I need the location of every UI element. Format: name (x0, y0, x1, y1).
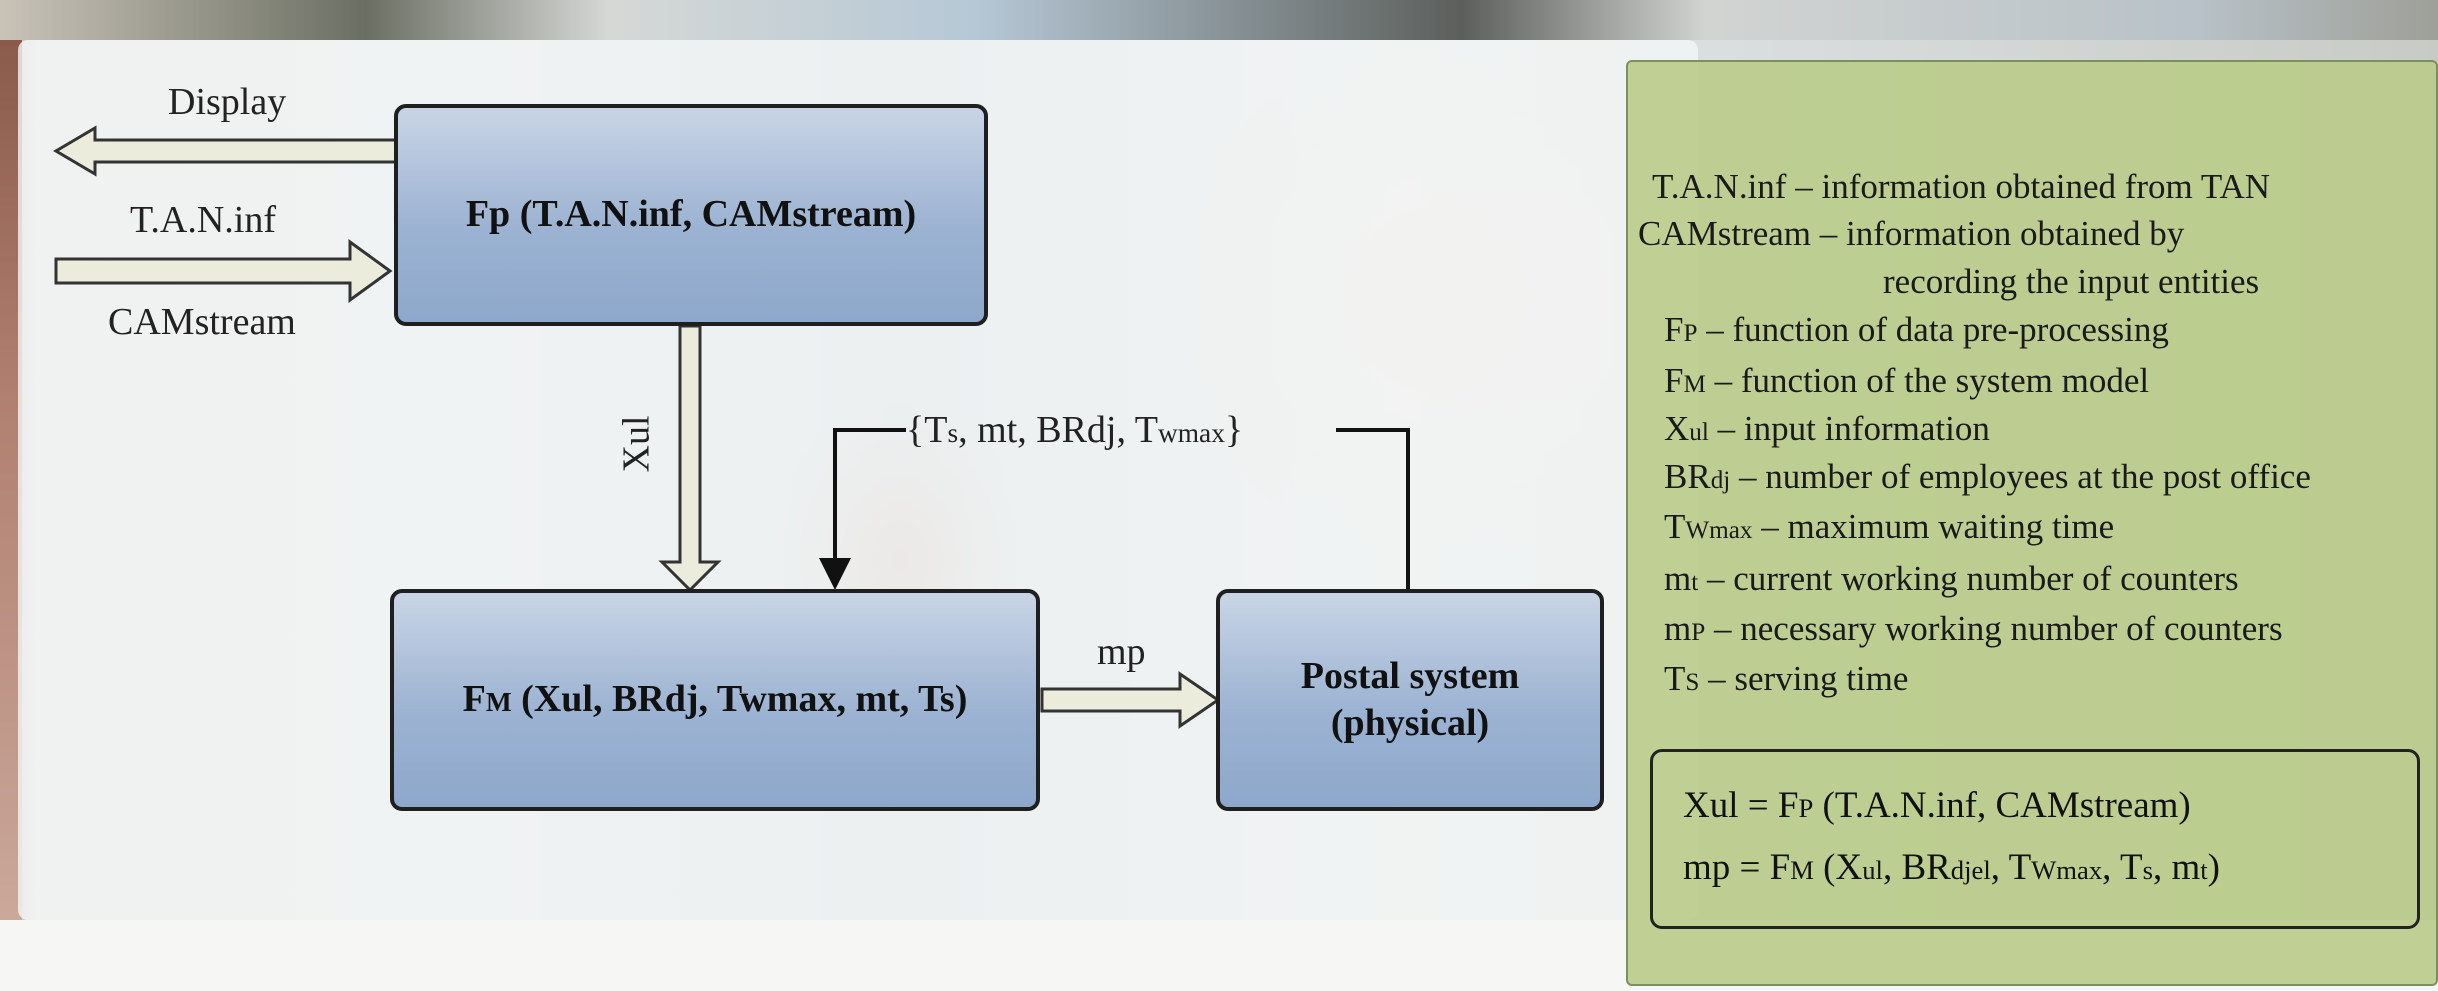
legend-item: Xul – input information (1664, 409, 1990, 448)
feedback-line-left (833, 428, 906, 560)
xul-arrow (658, 324, 722, 593)
fp-box: Fp (T.A.N.inf, CAMstream) (394, 104, 988, 326)
postal-system-box: Postal system (physical) (1216, 589, 1604, 811)
legend-item: TS – serving time (1664, 659, 1909, 698)
legend-panel: T.A.N.inf – information obtained from TA… (1626, 60, 2438, 986)
formula-box: Xul = FP (T.A.N.inf, CAMstream) mp = FM … (1650, 749, 2420, 929)
legend-item: mt – current working number of counters (1664, 559, 2239, 598)
formula-xul: Xul = FP (T.A.N.inf, CAMstream) (1683, 785, 2191, 826)
legend-item: mP – necessary working number of counter… (1664, 609, 2283, 648)
feedback-label: {Ts, mt, BRdj, Twmax} (906, 409, 1244, 451)
fm-box-label: FM (Xul, BRdj, Twmax, mt, Ts) (462, 678, 968, 721)
legend-item: T.A.N.inf – information obtained from TA… (1652, 167, 2271, 206)
legend-item: CAMstream – information obtained by (1638, 214, 2185, 253)
feedback-arrowhead (819, 558, 851, 590)
formula-mp: mp = FM (Xul, BRdjel, TWmax, Ts, mt) (1683, 847, 2220, 888)
xul-label: Xul (615, 415, 658, 473)
input-arrow (54, 239, 393, 303)
mp-label: mp (1097, 631, 1146, 673)
legend-item: recording the input entities (1883, 262, 2260, 301)
mp-arrow (1040, 671, 1221, 729)
fm-box: FM (Xul, BRdj, Twmax, mt, Ts) (390, 589, 1040, 811)
tan-inf-label: T.A.N.inf (130, 199, 276, 241)
feedback-line (1336, 428, 1410, 589)
camstream-label: CAMstream (108, 301, 296, 343)
display-arrow (53, 125, 400, 177)
display-label: Display (168, 81, 287, 123)
legend-item: TWmax – maximum waiting time (1664, 507, 2115, 546)
legend-item: BRdj – number of employees at the post o… (1664, 457, 2311, 496)
background-left-strip (0, 40, 22, 920)
legend-item: FP – function of data pre-processing (1664, 310, 2169, 349)
background-top-strip (0, 0, 2438, 40)
fp-box-label: Fp (T.A.N.inf, CAMstream) (465, 193, 917, 236)
postal-box-line1: Postal system (1300, 654, 1520, 697)
legend-item: FM – function of the system model (1664, 361, 2150, 400)
postal-box-line2: (physical) (1330, 702, 1490, 744)
